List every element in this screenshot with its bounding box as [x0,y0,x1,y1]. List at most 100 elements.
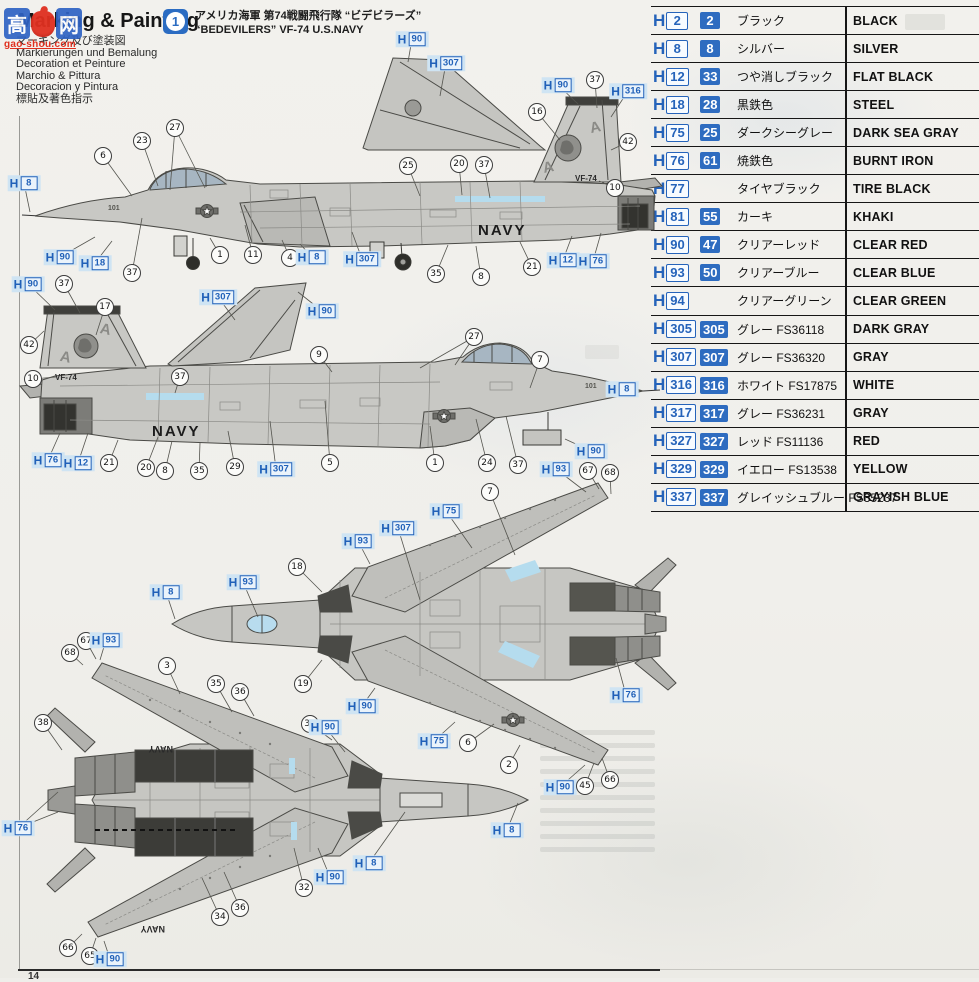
color-name-en: FLAT BLACK [853,69,934,84]
aqueous-code-box: 307 [700,348,728,366]
fuselage [39,342,644,449]
tail-cone [47,785,76,815]
chart-divider-tick [845,493,847,501]
gunze-code-box: 317 [666,404,696,423]
language-item: Markierungen und Bemalung [16,46,158,59]
gunze-h-prefix: H [653,290,666,310]
column-divider [845,231,847,261]
aqueous-code-box: 305 [700,320,728,338]
color-name-ja: レッド FS11136 [737,434,824,449]
gunze-code-box: 327 [666,432,696,451]
aqueous-code-box: 317 [700,404,728,422]
svg-text:A: A [541,158,555,177]
color-name-en: STEEL [853,97,895,112]
gunze-h-prefix: H [653,403,666,423]
scheme-number-badge: 1 [163,9,188,34]
column-divider [845,203,847,232]
color-name-ja: グレー FS36320 [737,350,826,365]
detached-fin-2 [167,282,307,367]
gunze-h-prefix: H [653,66,666,86]
column-divider [845,287,847,317]
gunze-code-box: 329 [666,460,696,479]
aqueous-code-box: 28 [700,96,721,114]
aqueous-code-box: 2 [700,12,720,30]
svg-text:VF-74: VF-74 [575,174,597,183]
wing [87,807,349,938]
language-item: Decoration et Peinture [16,58,126,70]
tail-cone [644,613,667,635]
svg-text:NAVY: NAVY [149,744,173,754]
nose-gear-bay [522,412,562,446]
column-divider [845,119,847,148]
nose-cone [171,605,233,643]
svg-text:NAVY: NAVY [152,423,201,440]
column-divider [845,91,847,120]
gunze-code-box: 75 [666,123,689,142]
watermark-logo: 高 网 gao-shou.com [4,8,82,50]
color-name-ja: ダークシーグレー [737,126,834,141]
intake [419,407,496,449]
color-name-en: GRAY [853,350,889,365]
gunze-code-box: 18 [666,95,689,114]
bleed-through-mark [905,14,945,30]
gunze-code-box: 337 [666,488,696,507]
gunze-h-prefix: H [653,150,666,170]
column-divider [845,371,847,401]
color-name-en: WHITE [853,378,895,393]
gunze-h-prefix: H [653,10,666,30]
language-list: マーキング及び塗装図 Markierungen und Bemalung Dec… [16,35,158,105]
color-name-en: SILVER [853,41,899,56]
svg-text:101: 101 [108,205,120,212]
gunze-code-box: 90 [666,235,689,254]
column-divider [845,343,847,373]
gunze-code-box: 76 [666,151,689,170]
gunze-code-box: 93 [666,263,689,282]
cyan-patch [505,560,541,582]
scheme-header: 1 アメリカ海軍 第74戦闘飛行隊 “ビデビラーズ” “BEDEVILERS” … [163,9,421,37]
color-name-ja: グレー FS36118 [737,322,825,337]
column-divider [845,455,847,485]
color-name-ja: カーキ [737,210,774,225]
gunze-code-box: 2 [666,11,689,30]
color-name-ja: グレイッシュブルー FS35237 [737,490,898,505]
gunze-h-prefix: H [653,459,666,479]
gunze-h-prefix: H [653,206,666,226]
aqueous-code-box: 61 [700,152,721,170]
stabilizer [46,847,96,893]
glove-vane [317,635,353,664]
watermark-cn-glyph: 网 [56,8,82,39]
column-divider [845,63,847,92]
wing [351,635,609,766]
gunze-h-prefix: H [653,94,666,114]
column-divider [845,147,847,176]
language-item: マーキング及び塗装図 [16,35,126,47]
aqueous-code-box: 33 [700,68,721,86]
watermark-cn-glyph: 高 [4,8,30,39]
aqueous-code-box: 8 [700,40,720,58]
bottom-border-rule-faint [660,969,979,970]
intake [239,196,331,247]
page-number: 14 [28,971,40,982]
column-divider [845,7,847,36]
color-name-en: CLEAR BLUE [853,265,936,280]
stabilizer [46,707,96,753]
color-name-en: BURNT IRON [853,153,934,168]
language-item: Decoracion y Pintura [16,81,119,93]
gunze-h-prefix: H [653,262,666,282]
gunze-h-prefix: H [653,38,666,58]
svg-text:A: A [58,348,72,367]
gunze-h-prefix: H [653,319,666,339]
column-divider [845,315,847,345]
gunze-code-box: 316 [666,376,696,395]
